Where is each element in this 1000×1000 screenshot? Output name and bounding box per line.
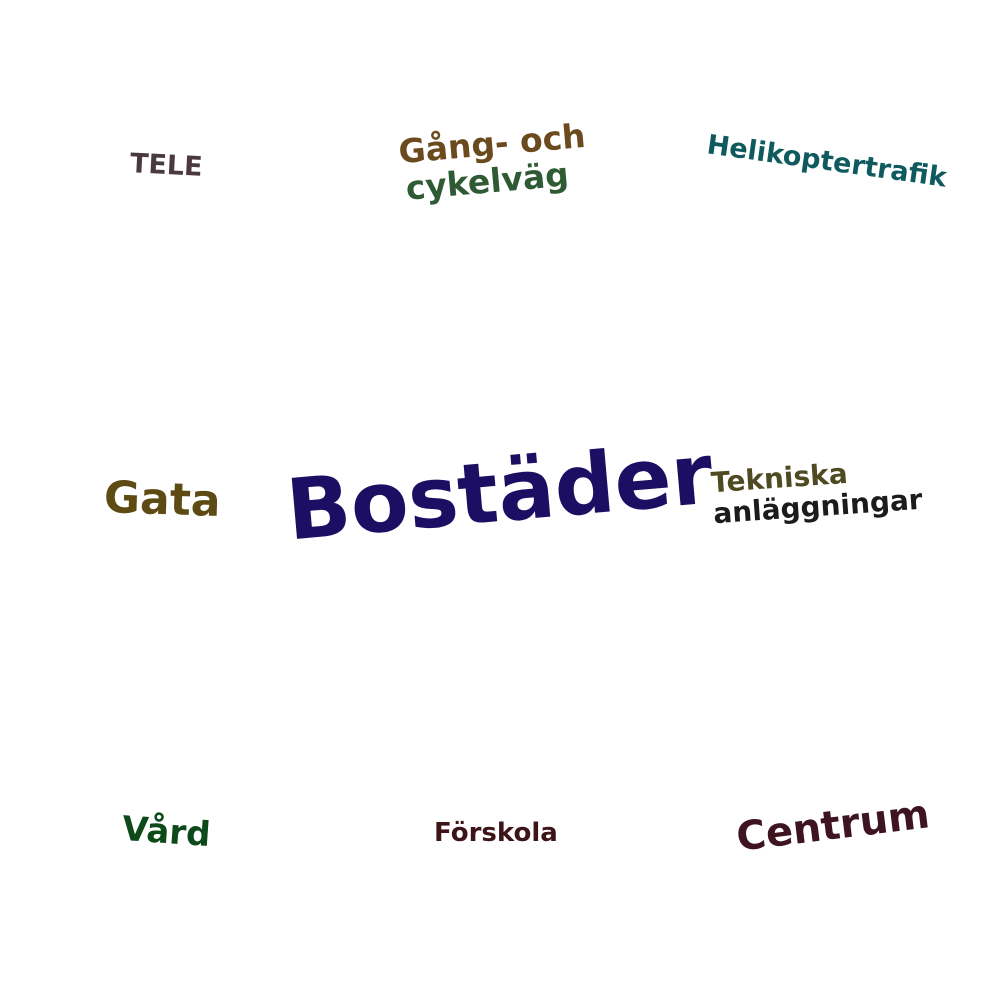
word-tekniska-anlaggningar: Tekniska anläggningar [710, 453, 924, 531]
word-centrum: Centrum [733, 791, 933, 861]
word-gang-och-cykelvag: Gång- och cykelväg [397, 116, 590, 208]
word-tele: TELE [129, 148, 204, 183]
word-bostader: Bostäder [282, 424, 717, 560]
word-helikoptertrafik: Helikoptertrafik [705, 129, 949, 194]
word-vard: Vård [120, 808, 212, 856]
word-gata: Gata [103, 471, 222, 528]
word-forskola: Förskola [434, 818, 558, 848]
